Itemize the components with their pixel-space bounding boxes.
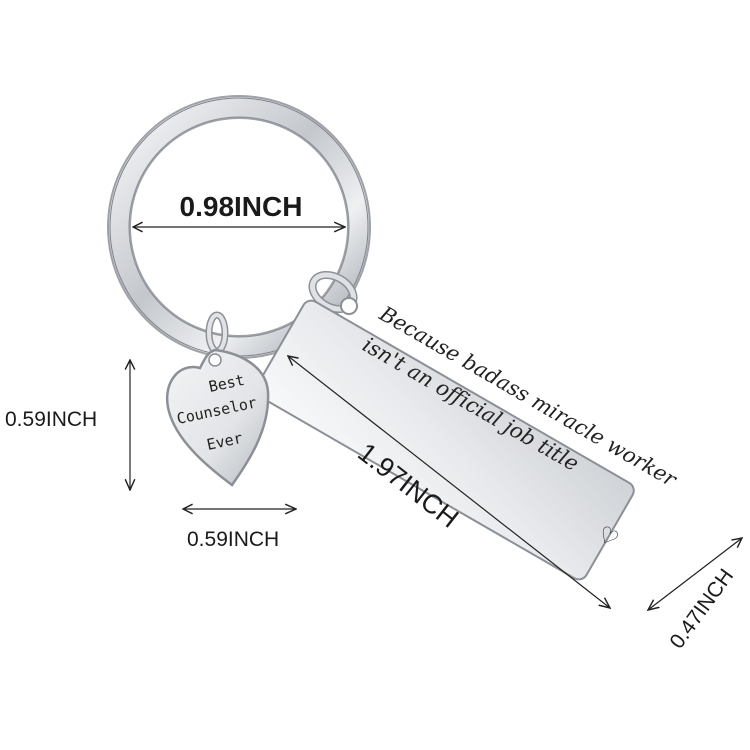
heart-height-dimension: 0.59INCH xyxy=(5,360,130,490)
heart-height-label: 0.59INCH xyxy=(5,408,97,431)
heart-width-label: 0.59INCH xyxy=(187,528,279,551)
heart-charm: Best Counselor Ever xyxy=(165,348,270,487)
heart-width-dimension: 0.59INCH xyxy=(183,509,296,551)
bar-width-dimension: 0.47INCH xyxy=(648,538,742,653)
ring-diameter-dimension: 0.98INCH xyxy=(133,191,345,227)
bar-hole xyxy=(340,297,358,315)
bar-charm: Because badass miracle worker isn't an o… xyxy=(255,297,682,581)
ring-diameter-label: 0.98INCH xyxy=(180,191,303,222)
heart-hole xyxy=(208,353,222,367)
key-ring xyxy=(107,95,371,359)
bar-width-label: 0.47INCH xyxy=(665,565,738,653)
